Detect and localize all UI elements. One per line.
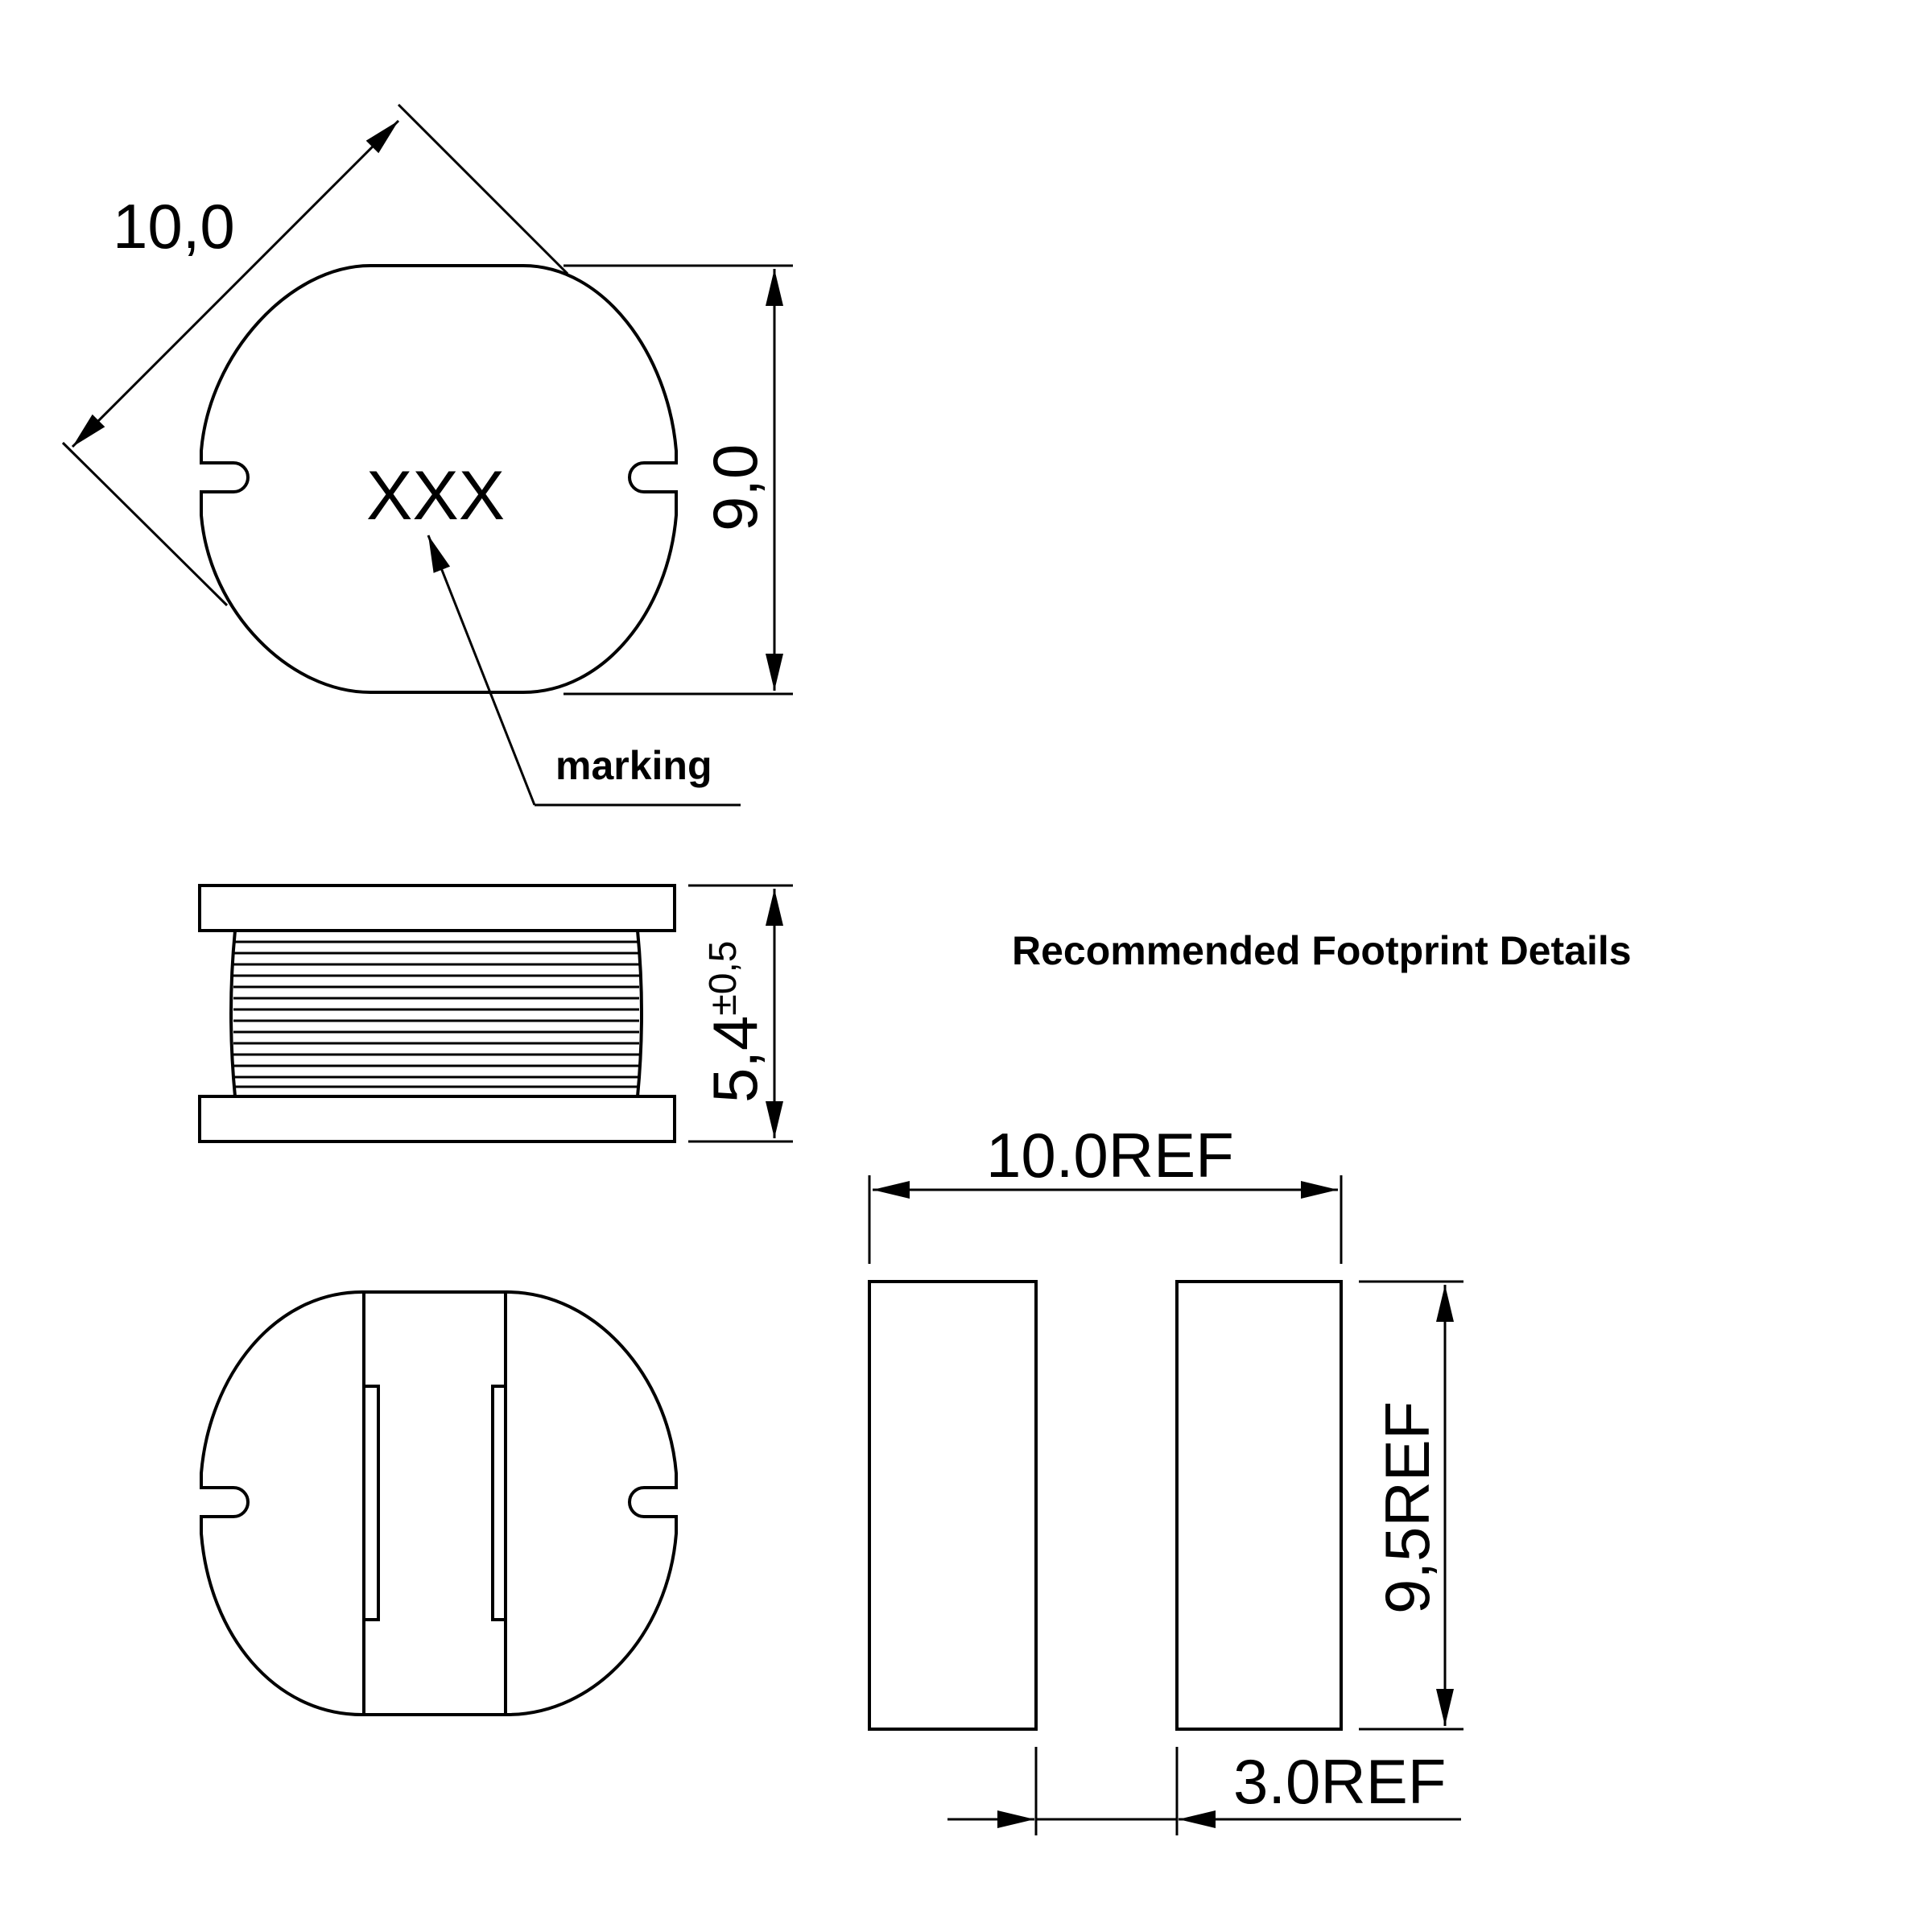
- top-view: 10,0 9,0 XXX marking: [61, 103, 793, 807]
- footprint-height-dimension-label: 9,5REF: [1372, 1402, 1443, 1614]
- footprint-title: Recommended Footprint Details: [1012, 928, 1632, 973]
- bottom-view: [200, 1290, 678, 1716]
- top-view-outline: [200, 264, 678, 694]
- terminal-right: [491, 1385, 507, 1621]
- marking-label: marking: [555, 743, 712, 788]
- height-dimension-label: 9,0: [700, 444, 770, 531]
- side-height-dimension-label: 5,4±0,5: [700, 940, 770, 1103]
- pad-dimension-label: 3.0REF: [1233, 1746, 1446, 1817]
- bottom-flange: [198, 1095, 676, 1143]
- side-view: 5,4±0,5: [198, 884, 793, 1143]
- footprint-pad-left: [868, 1280, 1038, 1731]
- winding: [229, 930, 643, 1097]
- marking-leader-line: [427, 535, 536, 806]
- marking-text: XXX: [366, 457, 505, 535]
- footprint-width-dimension-label: 10.0REF: [986, 1120, 1234, 1191]
- terminal-left: [362, 1385, 380, 1621]
- diagonal-dimension-line: [71, 119, 400, 448]
- footprint-pad-right: [1175, 1280, 1343, 1731]
- top-flange: [198, 884, 676, 932]
- diagonal-dimension-label: 10,0: [113, 191, 235, 262]
- footprint-section: Recommended Footprint Details 10.0REF 9,…: [868, 928, 1632, 1835]
- bottom-view-outline: [200, 1290, 678, 1716]
